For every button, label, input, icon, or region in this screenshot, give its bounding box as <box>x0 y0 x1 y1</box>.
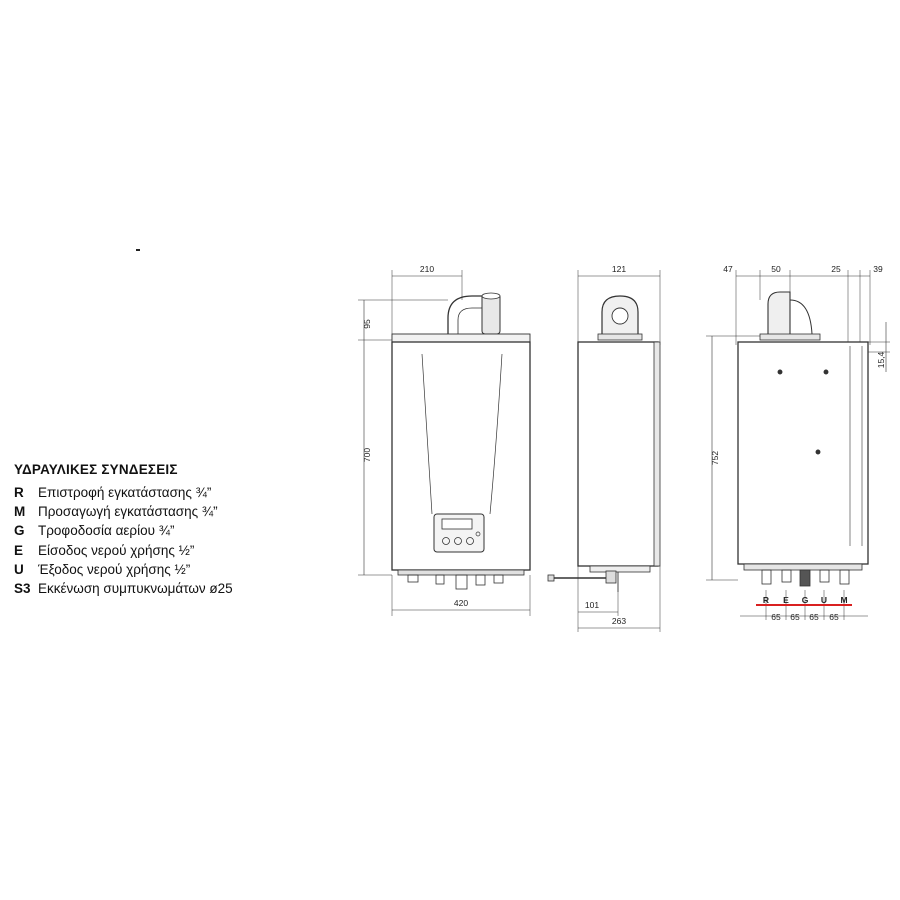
legend-text: Εκκένωση συμπυκνωμάτων ø25 <box>38 581 233 597</box>
front-view <box>358 270 531 616</box>
dim-front-width: 420 <box>454 598 468 608</box>
legend-code: R <box>14 485 24 500</box>
dim-flue-offset: 210 <box>420 264 434 274</box>
connection-label-m: M <box>840 595 847 605</box>
dim-front-height: 700 <box>362 448 372 462</box>
legend-item-g: G Τροφοδοσία αερίου ¾” <box>14 521 334 540</box>
connection-label-r: R <box>763 595 769 605</box>
legend-text: Επιστροφή εγκατάστασης ¾” <box>38 485 212 500</box>
side-view <box>547 270 661 632</box>
legend-text: Τροφοδοσία αερίου ¾” <box>38 523 175 539</box>
hydraulic-connections-legend: ΥΔΡΑΥΛΙΚΕΣ ΣΥΝΔΕΣΕΙΣ R Επιστροφή εγκατάστ… <box>14 462 334 598</box>
spacing-3: 65 <box>809 612 819 622</box>
spacing-1: 65 <box>771 612 781 622</box>
legend-item-r: R Επιστροφή εγκατάστασης ¾” <box>14 483 334 502</box>
connection-label-e: E <box>783 595 789 605</box>
dim-flue-depth: 121 <box>612 264 626 274</box>
dim-back-top-1: 47 <box>723 264 733 274</box>
legend-item-e: E Είσοδος νερού χρήσης ½” <box>14 541 334 560</box>
dim-pipe-depth: 101 <box>585 600 599 610</box>
legend-item-u: U Έξοδος νερού χρήσης ½” <box>14 560 334 579</box>
legend-text: Έξοδος νερού χρήσης ½” <box>38 561 191 577</box>
legend-item-s3: S3 Εκκένωση συμπυκνωμάτων ø25 <box>14 579 334 598</box>
legend-code: G <box>14 523 25 539</box>
spacing-2: 65 <box>790 612 800 622</box>
legend-code: E <box>14 542 24 558</box>
spacing-4: 65 <box>829 612 839 622</box>
legend-item-m: M Προσαγωγή εγκατάστασης ¾” <box>14 502 334 521</box>
dim-back-top-3: 25 <box>831 264 841 274</box>
back-view <box>706 270 890 620</box>
connection-spacings: 65 65 65 65 <box>771 612 839 622</box>
dim-bracket: 15,4 <box>876 351 886 368</box>
legend-code: U <box>14 561 24 577</box>
connection-label-g: G <box>802 595 809 605</box>
legend-code: M <box>14 504 26 520</box>
legend-code: S3 <box>14 581 31 597</box>
connection-labels: R E G U M <box>763 595 848 605</box>
dim-back-height: 752 <box>710 451 720 465</box>
dim-back-top-4: 39 <box>873 264 883 274</box>
dim-side-depth: 263 <box>612 616 626 626</box>
stray-mark <box>136 249 140 251</box>
legend-text: Είσοδος νερού χρήσης ½” <box>38 542 195 558</box>
dim-flue-height: 95 <box>362 319 372 329</box>
legend-text: Προσαγωγή εγκατάστασης ¾” <box>38 504 218 520</box>
dim-back-top-2: 50 <box>771 264 781 274</box>
connection-label-u: U <box>821 595 827 605</box>
legend-title: ΥΔΡΑΥΛΙΚΕΣ ΣΥΝΔΕΣΕΙΣ <box>14 462 178 477</box>
